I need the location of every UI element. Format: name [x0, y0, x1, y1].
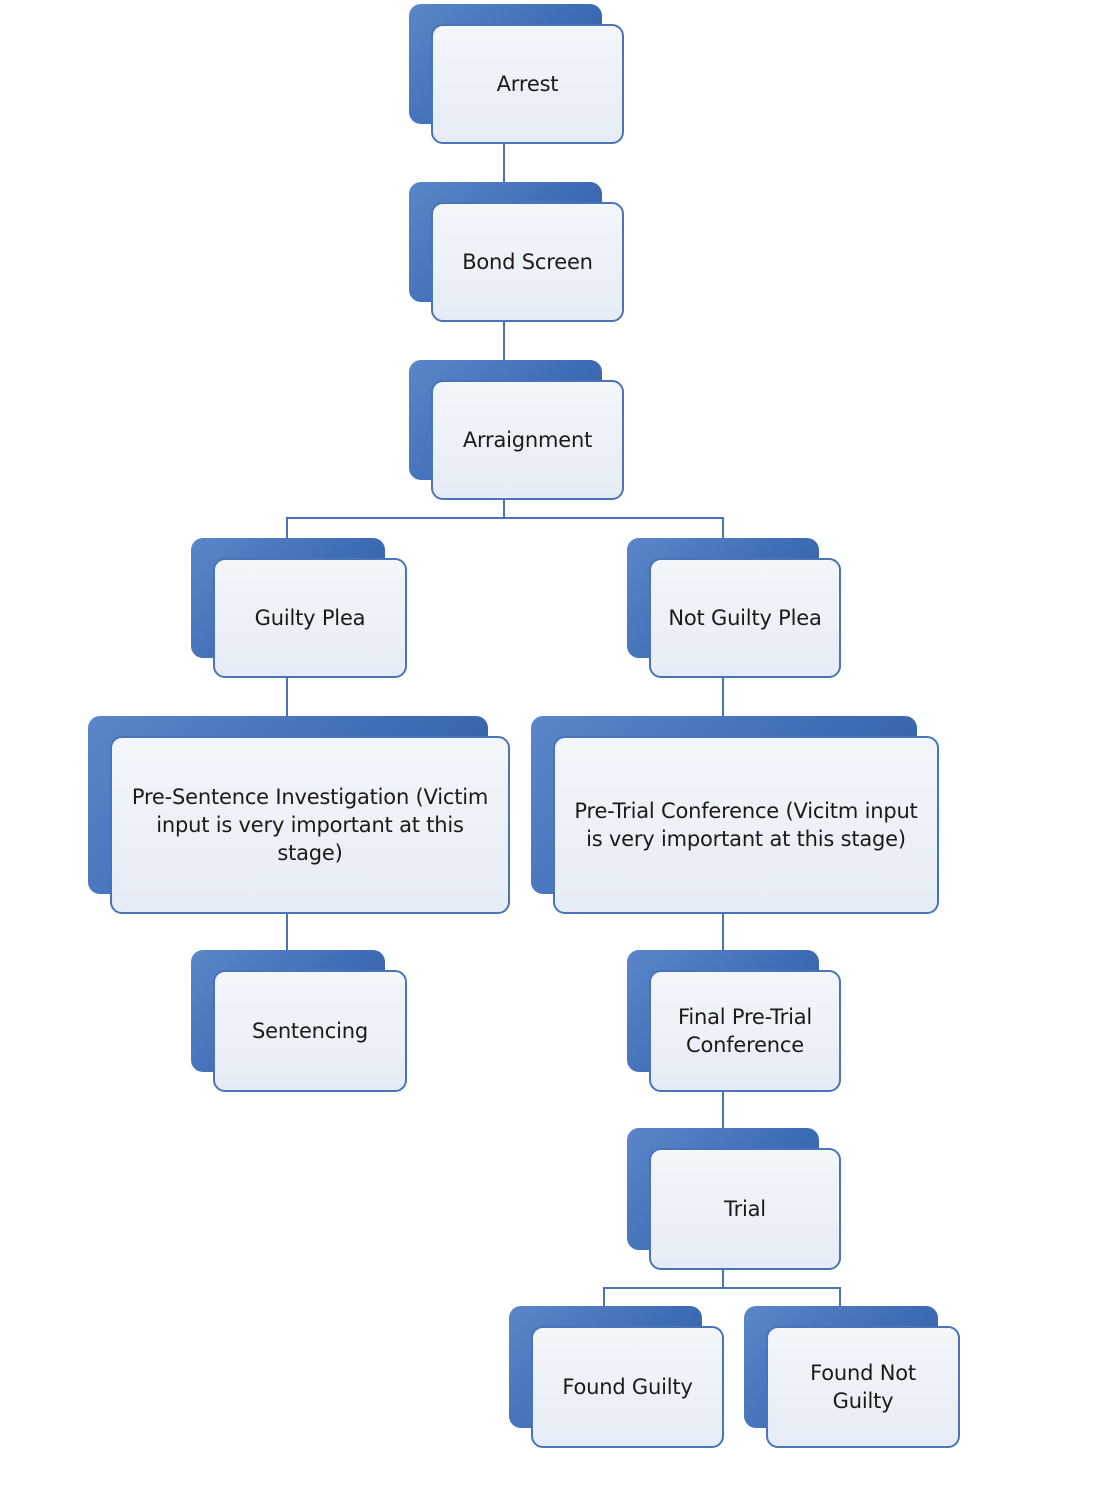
node-not-guilty-plea: Not Guilty Plea [627, 538, 841, 678]
node-arrest: Arrest [409, 4, 624, 144]
node-sentencing: Sentencing [191, 950, 407, 1092]
node-label-guilty-plea: Guilty Plea [254, 606, 366, 630]
node-label-bond-screen: Bond Screen [462, 250, 593, 274]
node-label-arrest: Arrest [496, 72, 559, 96]
node-found-guilty: Found Guilty [509, 1306, 724, 1448]
node-final-pre-trial-conference: Final Pre-Trial Conference [627, 950, 841, 1092]
node-pre-sentence-investigation: Pre-Sentence Investigation (Victim input… [88, 716, 510, 914]
node-label-found-guilty: Found Guilty [562, 1375, 693, 1399]
node-label-final-pre-trial: Final Pre-Trial Conference [677, 1005, 813, 1057]
node-label-pre-trial: Pre-Trial Conference (Vicitm input is ve… [574, 799, 918, 851]
connector-trial-found-guilty [603, 1268, 724, 1306]
node-label-pre-sentence: Pre-Sentence Investigation (Victim input… [131, 785, 489, 865]
connector-arraignment-not-guilty [504, 517, 724, 538]
node-bond-screen: Bond Screen [409, 182, 624, 322]
node-arraignment: Arraignment [409, 360, 624, 500]
node-label-not-guilty-plea: Not Guilty Plea [668, 606, 822, 630]
node-label-sentencing: Sentencing [251, 1019, 369, 1043]
node-trial: Trial [627, 1128, 841, 1270]
node-label-arraignment: Arraignment [462, 428, 593, 452]
connector-trial-found-not-guilty [723, 1287, 841, 1306]
node-label-found-not-guilty: Found Not Guilty [810, 1361, 916, 1413]
node-label-trial: Trial [724, 1197, 766, 1221]
node-pre-trial-conference: Pre-Trial Conference (Vicitm input is ve… [531, 716, 939, 914]
node-guilty-plea: Guilty Plea [191, 538, 407, 678]
connector-arraignment-pleas [286, 500, 505, 538]
node-found-not-guilty: Found Not Guilty [744, 1306, 960, 1448]
